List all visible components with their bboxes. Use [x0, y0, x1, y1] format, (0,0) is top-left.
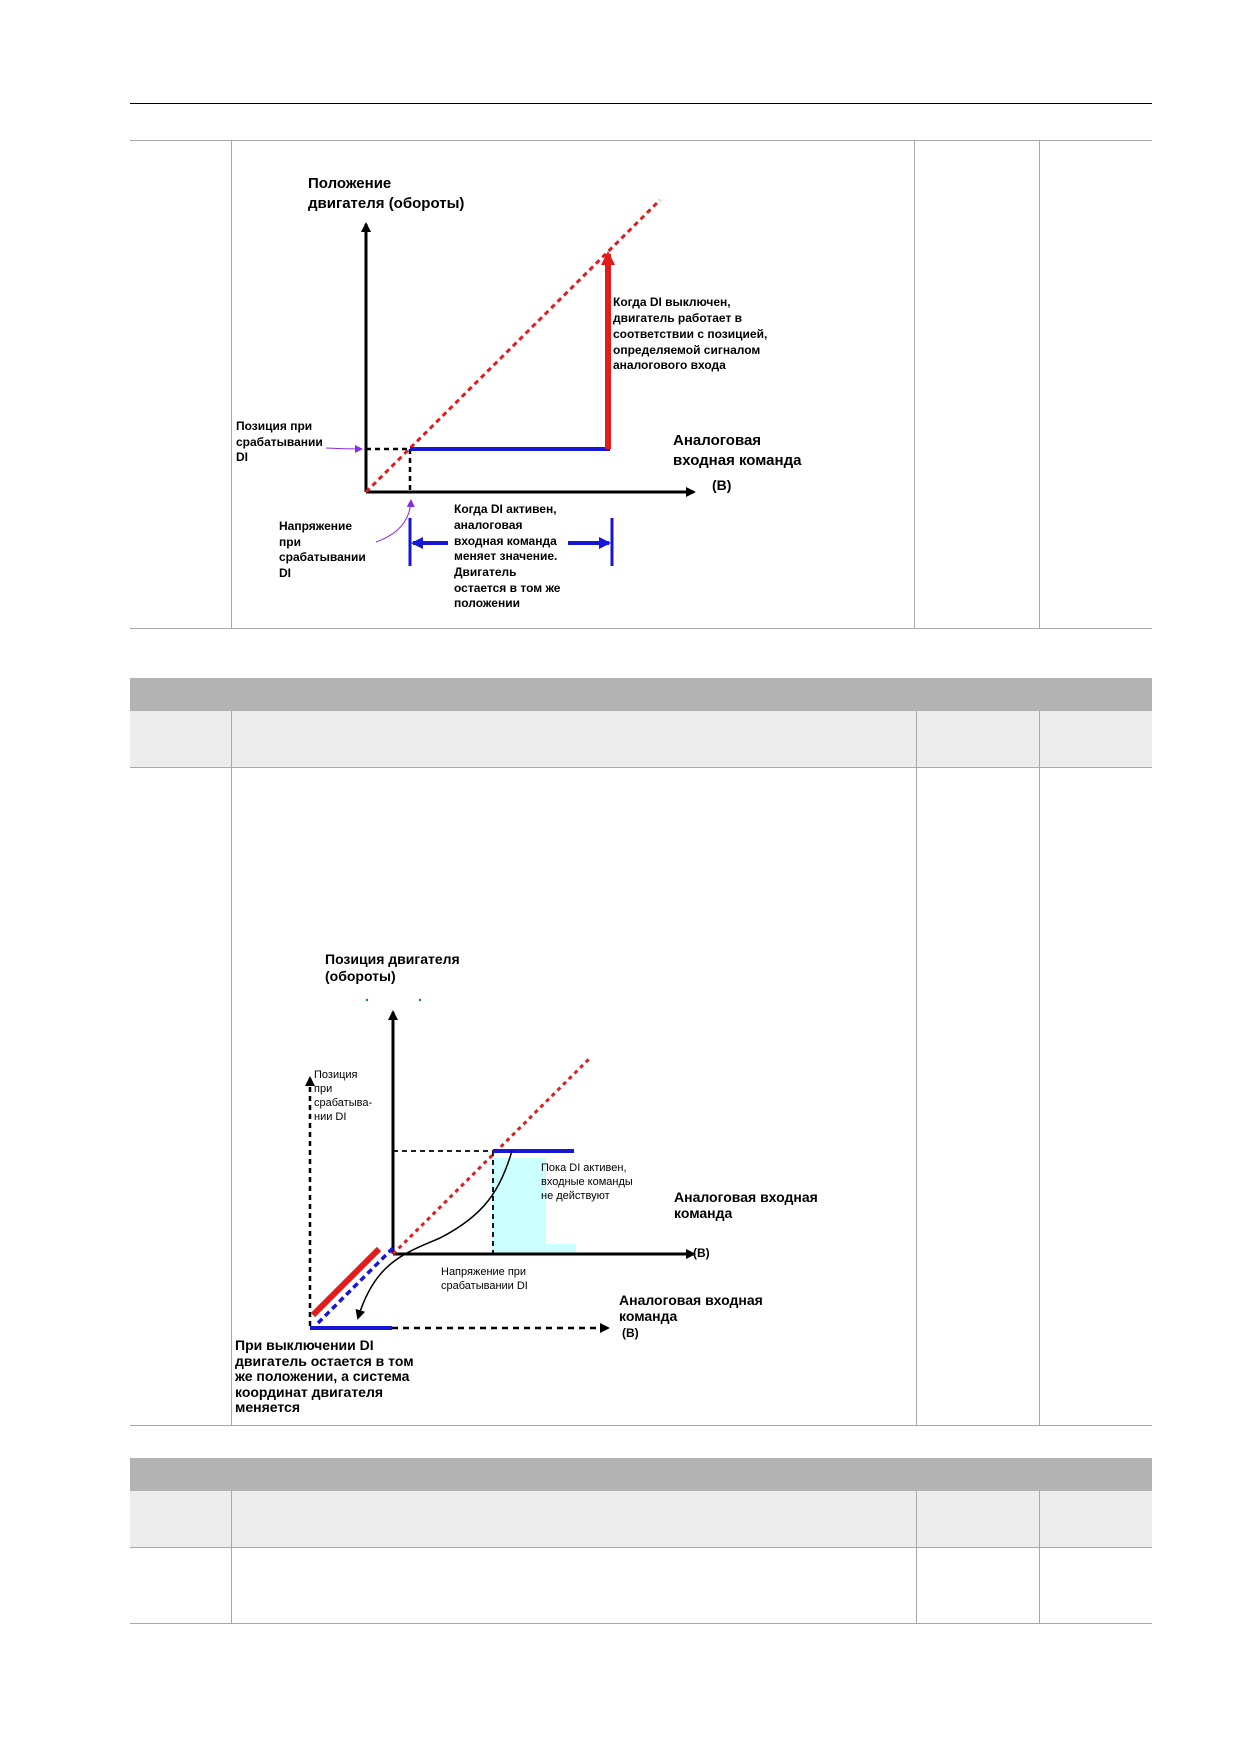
table2-subheader-border — [130, 767, 1152, 768]
d2-voltage-at-di-label: Напряжение при срабатывании DI — [441, 1266, 529, 1292]
d2-di-active-note: Пока DI активен, входные команды не дейс… — [541, 1162, 636, 1202]
table2-header-band — [130, 678, 1152, 711]
d1-voltage-at-di-label: Напряжение при срабатывании DI — [279, 519, 369, 580]
d2-red-dotted-line — [391, 1055, 593, 1256]
table3-header-band — [130, 1458, 1152, 1491]
d2-dot-2 — [418, 998, 422, 1002]
d2-di-off-note: При выключении DI двигатель остается в т… — [234, 1337, 417, 1415]
table1-col-divider-3 — [1039, 140, 1040, 628]
d2-blue-dashed-diagonal — [316, 1246, 395, 1325]
header-rule — [130, 103, 1152, 104]
table2-bottom-border — [130, 1425, 1152, 1426]
d1-y-axis-label: Положение двигателя (обороты) — [308, 175, 464, 212]
d1-di-off-note: Когда DI выключен, двигатель работает в … — [613, 295, 771, 372]
table2-col-divider-2 — [916, 711, 917, 1425]
d2-x-axis-label-1: Аналоговая входная команда — [674, 1189, 822, 1221]
table1-col-divider-2 — [914, 140, 915, 628]
d1-voltage-pointer — [375, 499, 415, 543]
d2-cyan-shade — [492, 1158, 576, 1254]
diagram-2: Позиция двигателя (обороты) Позиция при … — [234, 951, 822, 1415]
d1-position-at-di-label: Позиция при срабатывании DI — [236, 419, 326, 464]
d1-di-on-note: Когда DI активен, аналоговая входная ком… — [454, 502, 564, 610]
table3-col-divider-1 — [231, 1491, 232, 1623]
d2-dot-1 — [365, 998, 369, 1002]
table3-subheader-band — [130, 1491, 1152, 1547]
table3-subheader-border — [130, 1547, 1152, 1548]
table1-col-divider-1 — [231, 140, 232, 628]
table3-col-divider-3 — [1039, 1491, 1040, 1623]
table1-top-border — [130, 140, 1152, 141]
d1-x-unit: (В) — [712, 477, 731, 493]
d2-x-unit-2: (В) — [622, 1326, 639, 1340]
d2-position-at-di-label: Позиция при срабатыва- нии DI — [314, 1069, 375, 1123]
d2-x-axis-label-2: Аналоговая входная команда — [619, 1292, 767, 1324]
d2-red-segment — [310, 1246, 382, 1318]
diagram-1: Положение двигателя (обороты) Аналоговая… — [236, 175, 802, 610]
table2-subheader-band — [130, 711, 1152, 767]
d1-x-axis-label: Аналоговая входная команда — [673, 432, 802, 469]
table2-col-divider-3 — [1039, 711, 1040, 1425]
table3-col-divider-2 — [916, 1491, 917, 1623]
d1-position-pointer — [325, 444, 363, 453]
d1-red-dotted-line — [364, 198, 662, 494]
d2-x-unit-1: (В) — [693, 1246, 710, 1260]
d2-curved-arrow — [355, 1150, 513, 1320]
table3-bottom-border — [130, 1623, 1152, 1624]
table2-col-divider-1 — [231, 711, 232, 1425]
table1-bottom-border — [130, 628, 1152, 629]
d2-y-axis-label: Позиция двигателя (обороты) — [325, 951, 464, 984]
